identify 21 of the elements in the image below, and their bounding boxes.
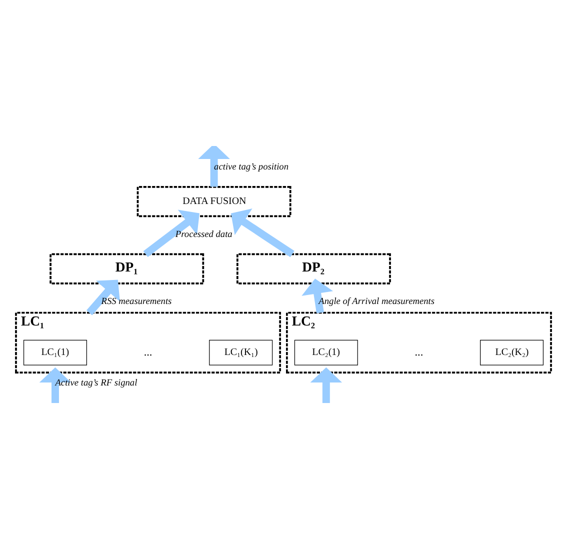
arrow [143,210,200,258]
edge-label: active tag’s position [214,162,289,172]
label: ... [144,346,152,358]
arrow [302,278,334,314]
edge-label: RSS measurements [101,297,172,308]
node-box: DP₂ [236,253,391,284]
node-box: LC₂(1) [294,340,358,366]
arrow [86,280,120,316]
node-box: LC₁(1) [23,340,87,366]
arrow [230,208,294,258]
label: ... [414,346,424,358]
arrow [198,146,230,187]
arrow [39,367,72,404]
edge-label: Processed data [175,230,232,240]
edge-label: Angle of Arrival measurements [318,297,435,308]
node-box: DP₁ [50,253,204,284]
arrow [310,367,342,404]
node-box: LC₂(K₂) [480,340,544,366]
node-box: LC₁(K₁) [209,340,273,366]
edge-label: Active tag’s RF signal [55,378,138,389]
node-box: DATA FUSION [136,186,292,218]
